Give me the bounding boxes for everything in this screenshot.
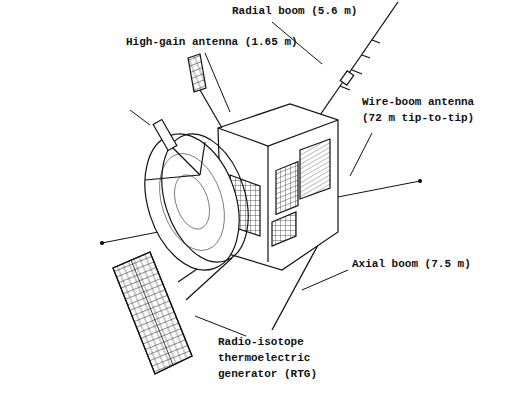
spacecraft — [101, 2, 422, 374]
part-label: High-gain antenna (1.65 m) — [126, 34, 298, 50]
part-label: Radio-isotope thermoelectric generator (… — [218, 334, 324, 382]
part-label: Wire-boom antenna (72 m tip-to-tip) — [362, 94, 481, 126]
part-label: Radial boom (5.6 m) — [232, 3, 357, 19]
leader-lines — [195, 22, 372, 336]
part-label: Axial boom (7.5 m) — [352, 256, 471, 272]
